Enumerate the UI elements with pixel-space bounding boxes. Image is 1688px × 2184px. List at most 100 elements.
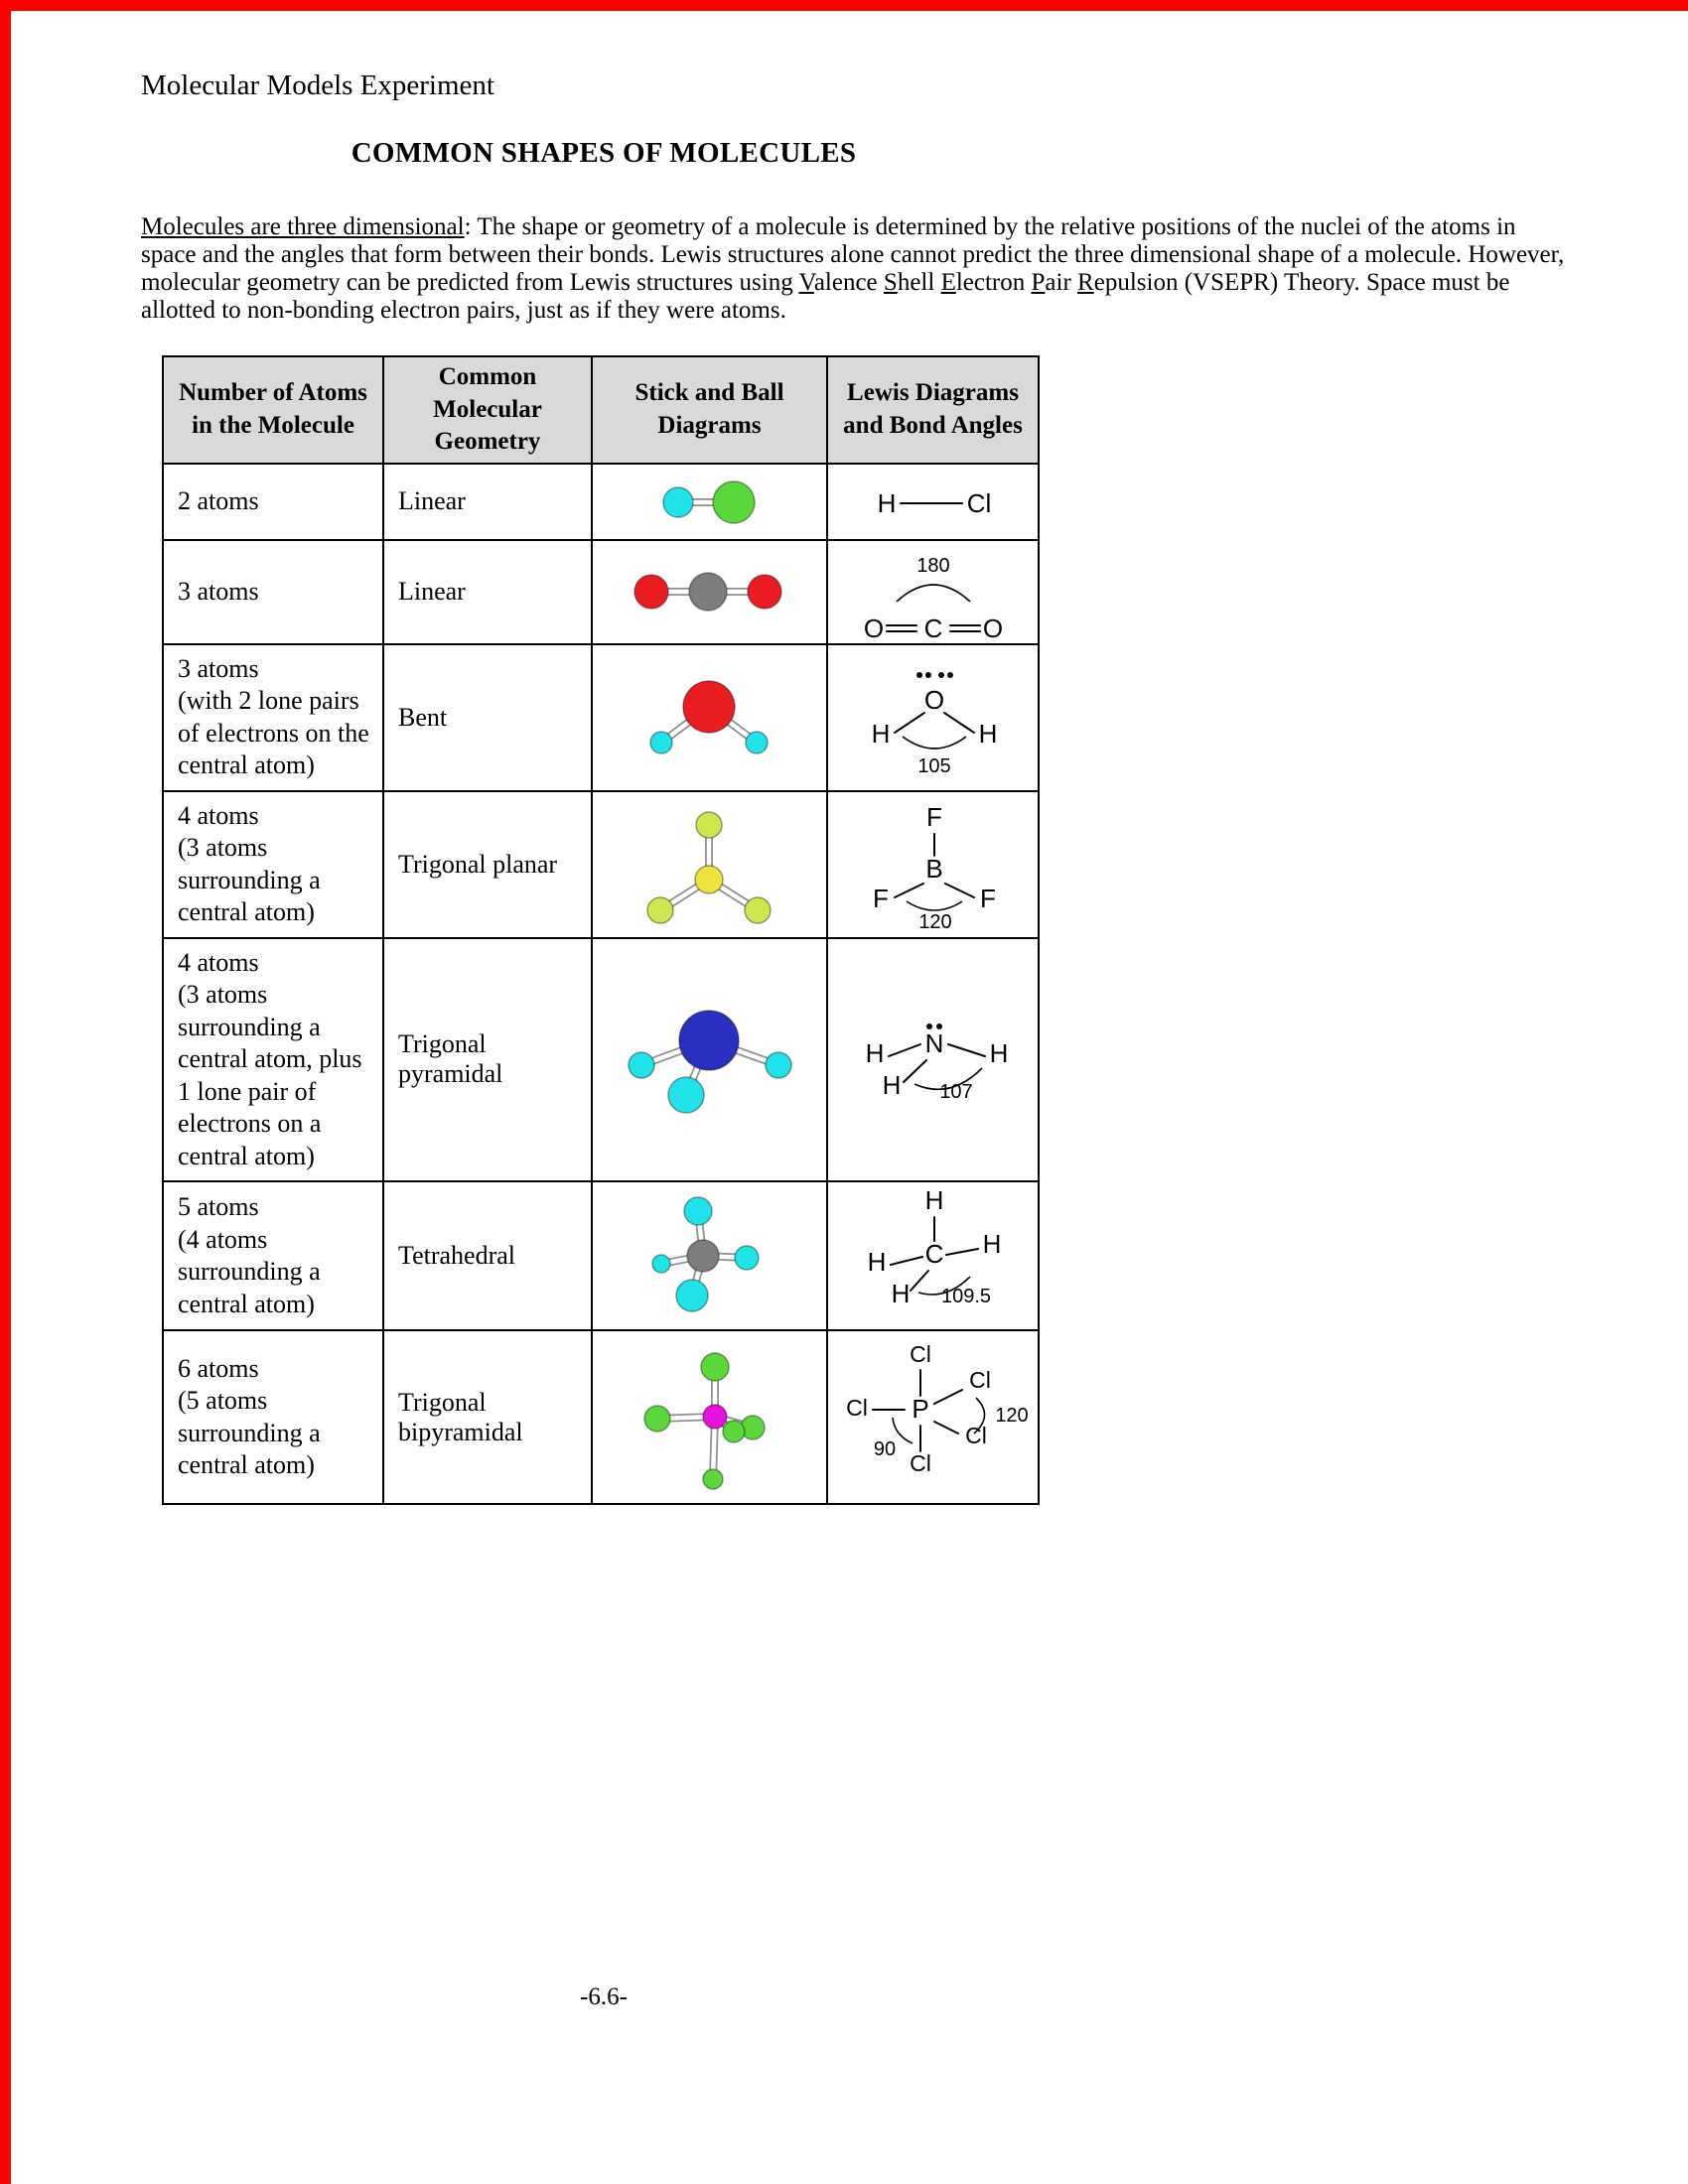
- geometry-cell: Linear: [382, 538, 593, 645]
- bond-angle-120: 120: [995, 1405, 1028, 1427]
- ball-oxygen: [682, 680, 736, 734]
- ball-diagram-cell: [591, 936, 828, 1182]
- angle-arc: [896, 583, 971, 603]
- ball-chlorine: [722, 1420, 746, 1443]
- page-number: -6.6-: [580, 1983, 628, 2010]
- single-bond: [890, 1256, 923, 1266]
- geometry-cell: Tetrahedral: [382, 1180, 593, 1331]
- atoms-note: (4 atoms surrounding a central atom): [178, 1224, 321, 1318]
- atoms-count: 6 atoms: [178, 1353, 259, 1383]
- header-lewis-diagrams: Lewis Diagrams and Bond Angles: [826, 355, 1040, 465]
- intro-text: air: [1045, 269, 1078, 296]
- atom-label-cl: Cl: [967, 488, 992, 518]
- atoms-cell: 2 atoms: [162, 462, 384, 541]
- single-bond: [933, 1421, 959, 1434]
- atom-label-h: H: [872, 719, 891, 749]
- angle-arc-90: [892, 1417, 914, 1444]
- atom-label-h: H: [983, 1229, 1002, 1259]
- lewis-diagram-cell: O H H 105: [826, 642, 1040, 792]
- atom-label-o: O: [983, 614, 1003, 642]
- ball-nitrogen: [678, 1010, 740, 1071]
- stick-ball-trigonal-planar: [646, 810, 772, 924]
- angle-arc: [917, 1276, 971, 1296]
- red-page-edge-left: [0, 0, 11, 2184]
- ball-chlorine: [702, 1468, 724, 1490]
- atom-label-p: P: [912, 1394, 928, 1424]
- lone-pair-dot: [947, 672, 953, 678]
- intro-text: hell: [897, 269, 941, 296]
- atoms-cell: 4 atoms (3 atoms surrounding a central a…: [162, 936, 384, 1182]
- lewis-co2: 180 O C O: [864, 555, 1003, 642]
- ball-oxygen: [633, 573, 669, 610]
- stick-ball-linear-2-atoms: [662, 479, 756, 524]
- ball-hydrogen: [734, 1245, 760, 1271]
- ball-diagram-cell: [591, 1329, 828, 1505]
- ball-fluorine: [646, 895, 674, 924]
- lewis-diagram-cell: N H H H 107: [826, 936, 1040, 1182]
- intro-paragraph: Molecules are three dimensional: The sha…: [141, 213, 1569, 325]
- ball-carbon: [686, 1239, 720, 1273]
- atoms-count: 5 atoms: [178, 1192, 259, 1221]
- ball-hydrogen: [683, 1196, 713, 1226]
- atom-label-h: H: [892, 1279, 911, 1308]
- ball-hydrogen: [745, 731, 769, 754]
- bond-angle-105: 105: [917, 755, 950, 777]
- lewis-hcl: H Cl: [878, 488, 992, 518]
- bond-angle-90: 90: [874, 1438, 896, 1460]
- intro-text: lectron: [955, 269, 1032, 296]
- atom-label-cl: Cl: [965, 1423, 987, 1448]
- atom-label-b: B: [925, 854, 942, 884]
- ball-fluorine: [744, 895, 772, 924]
- intro-lead-underlined: Molecules are three dimensional: [141, 213, 465, 240]
- atom-label-cl: Cl: [910, 1450, 931, 1476]
- atom-label-h: H: [990, 1038, 1009, 1068]
- atoms-cell: 3 atoms: [162, 538, 384, 645]
- atom-label-cl: Cl: [969, 1367, 991, 1393]
- angle-arc: [902, 736, 967, 750]
- lewis-diagram-cell: H C H H H 109.5: [826, 1180, 1040, 1331]
- atoms-count: 4 atoms: [178, 800, 259, 830]
- ball-hydrogen: [765, 1051, 792, 1079]
- atoms-cell: 6 atoms (5 atoms surrounding a central a…: [162, 1329, 384, 1505]
- ball-chlorine: [712, 479, 756, 524]
- atom-label-h: H: [979, 719, 998, 749]
- stick-ball-linear-3-atoms: [633, 571, 782, 612]
- atom-label-c: C: [924, 614, 943, 642]
- ball-chlorine: [643, 1405, 671, 1433]
- atom-label-h: H: [866, 1038, 885, 1068]
- ball-diagram-cell: [591, 538, 828, 645]
- stick-ball-trigonal-bipyramidal: [643, 1352, 766, 1490]
- atoms-note: (with 2 lone pairs of electrons on the c…: [178, 686, 369, 779]
- atoms-count: 3 atoms: [178, 653, 259, 683]
- bond-angle-120: 120: [918, 911, 951, 931]
- table-row-nh3: 4 atoms (3 atoms surrounding a central a…: [162, 936, 1040, 1182]
- atoms-count: 2 atoms: [178, 485, 259, 515]
- atom-label-n: N: [925, 1028, 944, 1058]
- atom-label-h: H: [878, 488, 897, 518]
- atoms-cell: 3 atoms (with 2 lone pairs of electrons …: [162, 642, 384, 792]
- stick-ball-bent: [649, 680, 769, 754]
- atom-label-f: F: [873, 884, 889, 913]
- atom-label-o: O: [924, 685, 944, 715]
- ball-oxygen: [747, 573, 782, 610]
- ball-hydrogen: [651, 1254, 671, 1274]
- red-page-edge-top: [0, 0, 1688, 11]
- vsepr-initial-s: S: [883, 269, 898, 296]
- vsepr-initial-r: R: [1077, 269, 1094, 296]
- single-bond: [903, 1058, 927, 1083]
- geometry-cell: Linear: [382, 462, 593, 541]
- ball-hydrogen: [662, 485, 694, 518]
- atom-label-f: F: [980, 884, 996, 913]
- lewis-pcl5: Cl P Cl Cl Cl Cl 90 120: [846, 1341, 1029, 1476]
- ball-diagram-cell: [591, 1180, 828, 1331]
- bond-angle-180: 180: [916, 555, 949, 577]
- table-row-bf3: 4 atoms (3 atoms surrounding a central a…: [162, 789, 1040, 939]
- vsepr-initial-v: V: [798, 269, 814, 296]
- lewis-diagram-cell: 180 O C O: [826, 538, 1040, 645]
- atoms-note: (3 atoms surrounding a central atom): [178, 833, 321, 926]
- atom-label-f: F: [926, 802, 942, 832]
- atom-label-o: O: [864, 614, 884, 642]
- page-title: COMMON SHAPES OF MOLECULES: [351, 137, 857, 169]
- ball-carbon: [688, 571, 728, 612]
- single-bond: [910, 1270, 929, 1292]
